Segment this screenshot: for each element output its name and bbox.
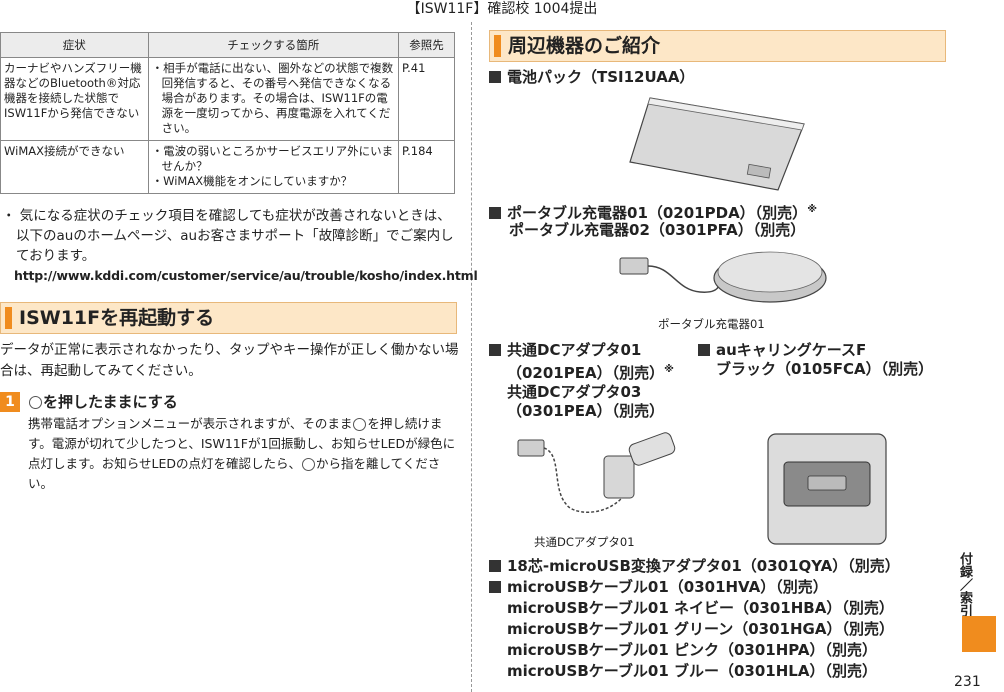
step-body: 携帯電話オプションメニューが表示されますが、そのままを押し続けます。電源が切れて…	[28, 414, 458, 494]
side-index-tab	[962, 616, 996, 652]
usb-cable-heading: microUSBケーブル01（0301HVA）（別売） microUSBケーブル…	[489, 578, 894, 681]
restart-intro: データが正常に表示されなかったり、タップやキー操作が正しく働かない場合は、再起動…	[0, 342, 459, 379]
section-marker	[494, 35, 501, 57]
check-item: ・相手が電話に出ない、圏外などの状態で複数回発信すると、その番号へ発信できなくな…	[151, 61, 394, 135]
step-number-badge: 1	[0, 392, 20, 412]
table-header-ref: 参照先	[398, 32, 455, 58]
table-cell-check: ・相手が電話に出ない、圏外などの状態で複数回発信すると、その番号へ発信できなくな…	[147, 57, 400, 141]
square-bullet-icon	[489, 581, 501, 593]
list-item: microUSBケーブル01 ピンク（0301HPA）（別売）	[507, 641, 878, 659]
table-row: WiMAX接続ができない ・電波の弱いところかサービスエリア外にいませんか？ ・…	[0, 140, 455, 194]
charger-caption: ポータブル充電器01	[658, 317, 765, 331]
list-item: microUSBケーブル01 ブルー（0301HLA）（別売）	[507, 662, 877, 680]
dc-adapter-illustration	[517, 432, 676, 513]
side-index-label: 付録／索引	[957, 552, 972, 617]
troubleshooting-table: 症状 チェックする箇所 参照先 カーナビやハンズフリー機器などのBluetoot…	[0, 32, 455, 194]
square-bullet-icon	[489, 71, 501, 83]
table-cell-symptom: WiMAX接続ができない	[0, 140, 149, 194]
power-key-icon	[29, 396, 42, 409]
page-number: 231	[954, 674, 981, 690]
table-header-row: 症状 チェックする箇所 参照先	[0, 32, 455, 58]
column-divider	[471, 22, 472, 692]
step-title: を押したままにする	[28, 391, 178, 413]
table-header-symptom: 症状	[0, 32, 149, 58]
section-marker	[5, 307, 12, 329]
check-item: ・WiMAX機能をオンにしていますか？	[151, 174, 353, 188]
step-body-part: 携帯電話オプションメニューが表示されますが、そのまま	[28, 416, 353, 431]
step-body-part: から指を離してください。	[28, 456, 441, 491]
dc-adapter-caption: 共通DCアダプタ01	[534, 535, 635, 549]
list-item: microUSBケーブル01 ネイビー（0301HBA）（別売）	[507, 599, 894, 617]
peripherals-section-header: 周辺機器のご紹介	[489, 30, 946, 62]
square-bullet-icon	[489, 344, 501, 356]
support-note-text: ・ 気になる症状のチェック項目を確認しても症状が改善されないときは、以下のauの…	[2, 208, 454, 264]
power-key-icon	[302, 458, 315, 471]
table-cell-symptom: カーナビやハンズフリー機器などのBluetooth®対応機器を接続した状態でIS…	[0, 57, 149, 141]
charger-heading-1: ポータブル充電器01（0201PDA）（別売）※	[489, 200, 817, 223]
square-bullet-icon	[698, 344, 710, 356]
step-title-text: を押したままにする	[43, 393, 178, 411]
square-bullet-icon	[489, 560, 501, 572]
table-cell-ref: P.41	[398, 57, 455, 141]
step-body-part: を押し続けます。電源が切れて少したつと、ISW11Fが1回振動し、お知らせLED…	[28, 416, 456, 471]
battery-heading: 電池パック（TSI12UAA）	[489, 68, 694, 87]
square-bullet-icon	[489, 207, 501, 219]
power-key-icon	[353, 418, 367, 431]
table-cell-check: ・電波の弱いところかサービスエリア外にいませんか？ ・WiMAX機能をオンにして…	[147, 140, 400, 194]
table-header-check: チェックする箇所	[147, 32, 400, 58]
restart-section-title: ISW11Fを再起動する	[19, 307, 215, 329]
charger-heading-2: ポータブル充電器02（0301PFA）（別売）	[509, 221, 806, 239]
restart-section-header: ISW11Fを再起動する	[0, 302, 457, 334]
list-item: microUSBケーブル01 グリーン（0301HGA）（別売）	[507, 620, 894, 638]
support-url-link[interactable]: http://www.kddi.com/customer/service/au/…	[14, 268, 478, 283]
carrying-case-heading: auキャリングケースF ブラック（0105FCA）（別売）	[698, 341, 948, 379]
carrying-case-illustration	[767, 433, 887, 545]
check-item: ・電波の弱いところかサービスエリア外にいませんか？	[151, 144, 394, 173]
usb-adapter-heading: 18芯-microUSB変換アダプタ01（0301QYA）（別売）	[489, 557, 900, 576]
support-note: ・ 気になる症状のチェック項目を確認しても症状が改善されないときは、以下のauの…	[2, 206, 457, 266]
page-header-title: 【ISW11F】確認校 1004提出	[406, 1, 598, 17]
dc-adapter-heading: 共通DCアダプタ01 （0201PEA）（別売）※ 共通DCアダプタ03 （03…	[489, 341, 699, 421]
battery-pack-illustration	[629, 97, 805, 191]
table-row: カーナビやハンズフリー機器などのBluetooth®対応機器を接続した状態でIS…	[0, 57, 455, 141]
table-cell-ref: P.184	[398, 140, 455, 194]
portable-charger-illustration	[619, 251, 827, 303]
peripherals-section-title: 周辺機器のご紹介	[508, 35, 661, 57]
